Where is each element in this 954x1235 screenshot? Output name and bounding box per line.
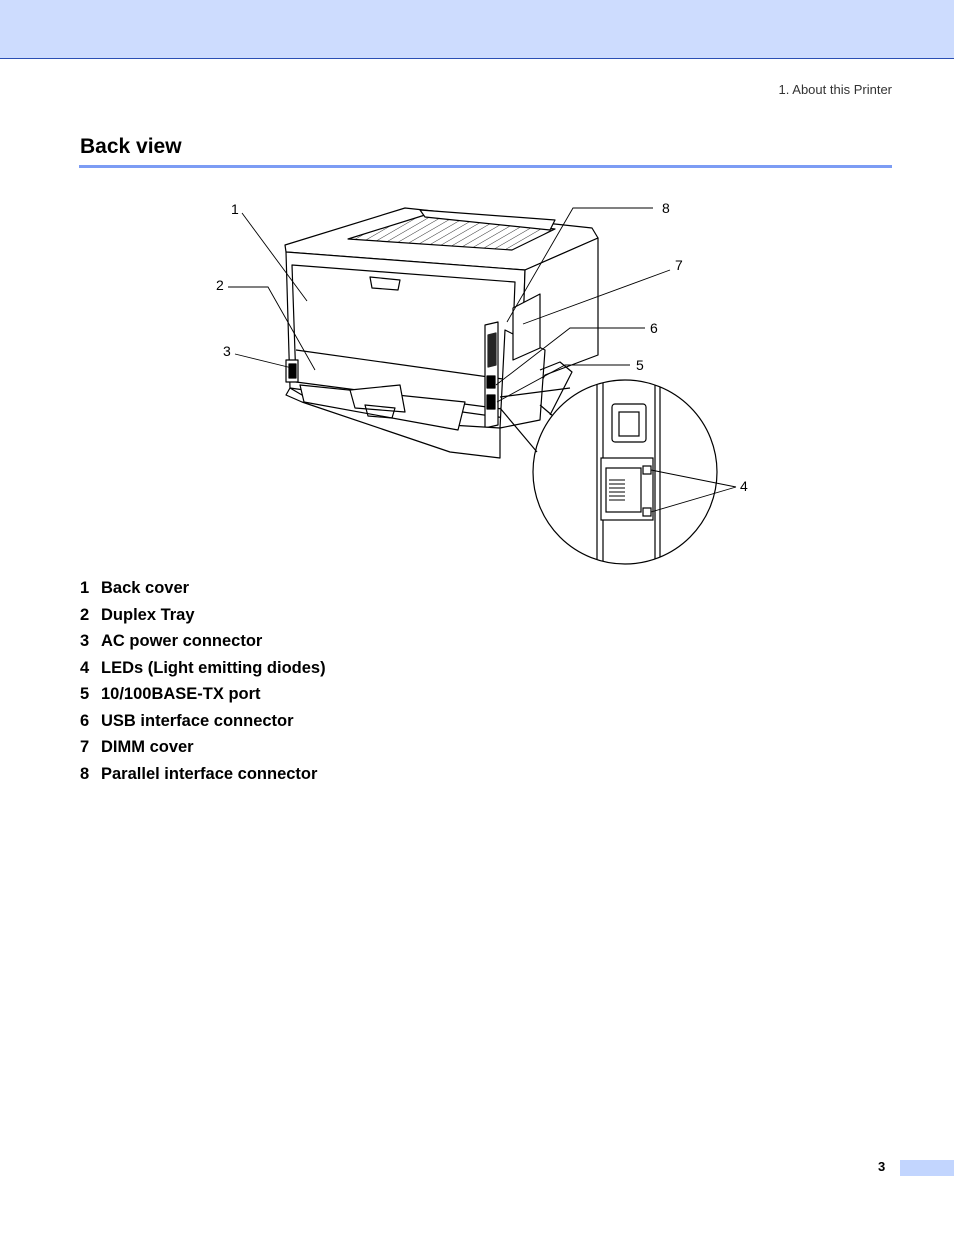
legend-item-number: 6 <box>80 711 90 730</box>
legend-item-number: 5 <box>80 685 90 703</box>
legend-item-label: DIMM cover <box>101 738 194 756</box>
legend-item-label: AC power connector <box>101 632 263 650</box>
legend-item-label: Parallel interface connector <box>101 764 318 783</box>
legend-item-number: 8 <box>80 764 90 783</box>
legend-item: 3 AC power connector <box>80 631 326 658</box>
parts-legend: 1 Back cover 2 Duplex Tray 3 AC power conne… <box>80 578 326 790</box>
legend-item: 4 LEDs (Light emitting diodes) <box>80 658 326 685</box>
printer-back-view-illustration: 1 2 3 4 5 6 7 8 <box>200 190 770 570</box>
callout-2: 2 <box>216 277 224 293</box>
page-number: 3 <box>878 1159 886 1174</box>
callout-8: 8 <box>662 200 670 216</box>
legend-item-number: 4 <box>80 658 90 677</box>
callout-6: 6 <box>650 320 658 336</box>
legend-item-label: LEDs (Light emitting diodes) <box>101 658 326 677</box>
legend-item: 5 10/100BASE-TX port <box>80 684 326 711</box>
legend-item: 8 Parallel interface connector <box>80 764 326 791</box>
legend-item: 2 Duplex Tray <box>80 605 326 632</box>
printer-drawing: 1 2 3 4 5 6 7 8 <box>216 200 748 565</box>
legend-item: 6 USB interface connector <box>80 711 326 738</box>
legend-item-number: 3 <box>80 632 90 650</box>
callout-4: 4 <box>740 478 748 494</box>
top-color-band <box>0 0 954 59</box>
legend-item-label: Duplex Tray <box>101 605 195 624</box>
legend-item-number: 1 <box>80 579 90 597</box>
legend-item-label: Back cover <box>101 579 190 597</box>
legend-item-label: 10/100BASE-TX port <box>101 685 261 703</box>
legend-item-number: 2 <box>80 605 90 624</box>
section-title: Back view <box>80 135 182 158</box>
title-underline <box>79 165 892 168</box>
legend-item: 7 DIMM cover <box>80 737 326 764</box>
callout-7: 7 <box>675 257 683 273</box>
legend-item-number: 7 <box>80 738 90 756</box>
legend-item: 1 Back cover <box>80 578 326 605</box>
page-tab <box>900 1160 954 1176</box>
callout-3: 3 <box>223 343 231 359</box>
legend-item-label: USB interface connector <box>101 711 294 730</box>
running-header: 1. About this Printer <box>778 82 892 97</box>
callout-1: 1 <box>231 201 239 217</box>
callout-5: 5 <box>636 357 644 373</box>
